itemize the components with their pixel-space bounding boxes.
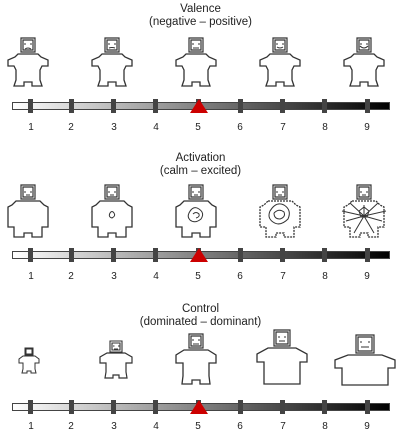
valence-tick-3	[111, 99, 116, 113]
control-figure-5[interactable]	[172, 332, 220, 390]
activation-tick-8	[322, 248, 327, 262]
activation-tick-4	[153, 248, 158, 262]
valence-figure-9[interactable]	[340, 36, 388, 94]
valence-number-9: 9	[364, 122, 370, 133]
control-figure-7[interactable]	[254, 328, 310, 390]
activation-number-9: 9	[364, 271, 370, 282]
activation-number-6: 6	[237, 271, 243, 282]
control-title: Control	[181, 303, 220, 315]
activation-tick-9	[365, 248, 370, 262]
valence-tick-6	[238, 99, 243, 113]
control-tick-6	[238, 400, 243, 414]
valence-number-6: 6	[237, 122, 243, 133]
activation-number-3: 3	[111, 271, 117, 282]
control-number-1: 1	[28, 421, 34, 432]
control-number-3: 3	[111, 421, 117, 432]
control-number-6: 6	[237, 421, 243, 432]
control-number-9: 9	[364, 421, 370, 432]
control-number-4: 4	[153, 421, 159, 432]
control-number-7: 7	[280, 421, 286, 432]
control-tick-1	[28, 400, 33, 414]
activation-figure-7[interactable]	[256, 183, 304, 245]
valence-figure-5[interactable]	[172, 36, 220, 94]
control-tick-3	[111, 400, 116, 414]
valence-number-4: 4	[153, 122, 159, 133]
control-tick-7	[280, 400, 285, 414]
activation-figure-1[interactable]	[4, 183, 52, 245]
control-tick-2	[69, 400, 74, 414]
valence-tick-4	[153, 99, 158, 113]
valence-figure-1[interactable]	[4, 36, 52, 94]
valence-title: Valence	[180, 3, 221, 15]
activation-tick-6	[238, 248, 243, 262]
valence-number-5: 5	[195, 122, 201, 133]
valence-tick-8	[322, 99, 327, 113]
activation-subtitle: (calm – excited)	[159, 165, 242, 177]
activation-figure-3[interactable]	[88, 183, 136, 245]
control-figure-9[interactable]	[332, 333, 398, 391]
activation-tick-1	[28, 248, 33, 262]
valence-number-1: 1	[28, 122, 34, 133]
control-number-8: 8	[322, 421, 328, 432]
control-tick-4	[153, 400, 158, 414]
control-subtitle: (dominated – dominant)	[139, 316, 262, 328]
control-number-2: 2	[68, 421, 74, 432]
control-figure-3[interactable]	[98, 340, 134, 384]
valence-figure-3[interactable]	[88, 36, 136, 94]
activation-number-5: 5	[195, 271, 201, 282]
activation-number-8: 8	[322, 271, 328, 282]
valence-tick-7	[280, 99, 285, 113]
valence-number-3: 3	[111, 122, 117, 133]
activation-selection-marker[interactable]	[190, 248, 208, 262]
activation-number-2: 2	[68, 271, 74, 282]
control-tick-9	[365, 400, 370, 414]
control-selection-marker[interactable]	[190, 400, 208, 414]
control-number-5: 5	[195, 421, 201, 432]
activation-tick-3	[111, 248, 116, 262]
valence-tick-2	[69, 99, 74, 113]
valence-selection-marker[interactable]	[190, 99, 208, 113]
valence-number-7: 7	[280, 122, 286, 133]
activation-number-7: 7	[280, 271, 286, 282]
activation-tick-2	[69, 248, 74, 262]
activation-figure-9[interactable]	[340, 183, 388, 245]
valence-tick-1	[28, 99, 33, 113]
activation-number-1: 1	[28, 271, 34, 282]
activation-title: Activation	[175, 152, 226, 164]
valence-figure-7[interactable]	[256, 36, 304, 94]
control-figure-1[interactable]	[18, 347, 40, 377]
valence-tick-9	[365, 99, 370, 113]
activation-figure-5[interactable]	[172, 183, 220, 245]
control-tick-8	[322, 400, 327, 414]
activation-tick-7	[280, 248, 285, 262]
valence-number-8: 8	[322, 122, 328, 133]
valence-number-2: 2	[68, 122, 74, 133]
activation-number-4: 4	[153, 271, 159, 282]
valence-subtitle: (negative – positive)	[149, 16, 252, 28]
